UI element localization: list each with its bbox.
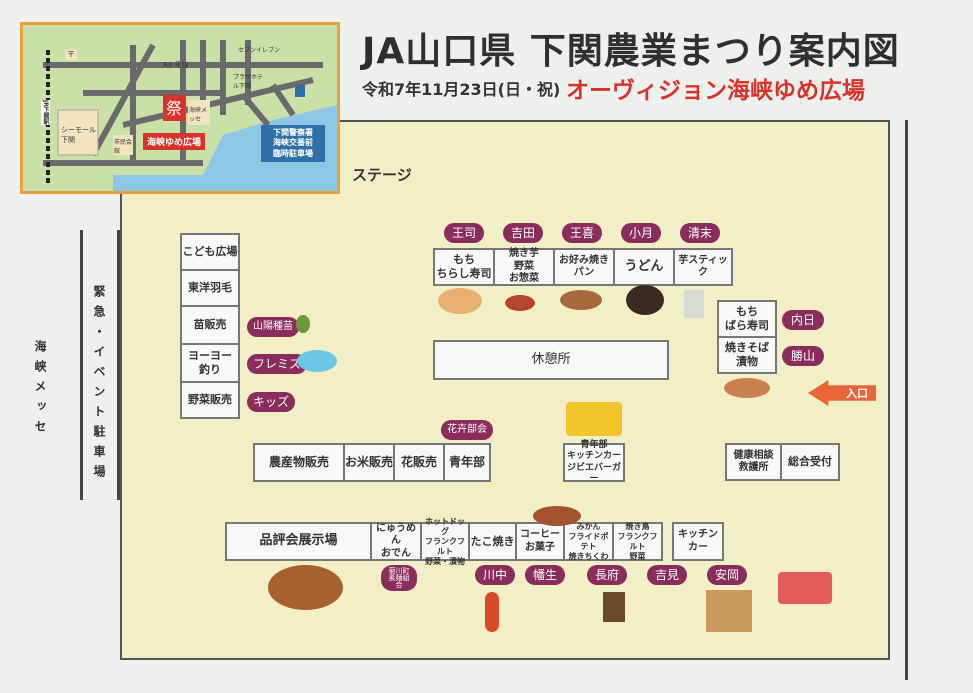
badge-oji: 王司 [444, 223, 484, 243]
yakitori-icon [706, 590, 752, 632]
booth-yakitori: 焼き鳥 フランクフルト 野菜 [612, 522, 663, 561]
booth-udon: うどん [613, 248, 675, 286]
badge-yoshimi: 吉見 [647, 565, 687, 585]
festival-marker-icon: 祭 [163, 95, 185, 121]
produce-basket-icon [268, 565, 343, 610]
plan-right-border [905, 120, 908, 680]
booth-health-first-aid: 健康相談 救護所 [725, 443, 782, 481]
booth-reception: 総合受付 [780, 443, 840, 481]
booth-youth-division: 青年部 [443, 443, 491, 482]
booth-nyumen-oden: にゅうめん おでん [370, 522, 422, 561]
badge-yoshida: 吉田 [503, 223, 543, 243]
chirashi-sushi-icon [438, 288, 482, 314]
page-title: JA山口県 下関農業まつり案内図 [362, 31, 900, 72]
sweet-potato-icon [505, 295, 535, 311]
booth-imo-stick: 芋スティック [673, 248, 733, 286]
badge-hatabu: 幡生 [525, 565, 565, 585]
badge-chofu: 長府 [587, 565, 627, 585]
badge-oki: 王喜 [562, 223, 602, 243]
booth-flowers: 花販売 [393, 443, 445, 482]
booth-mochi-chirashi: もち ちらし寿司 [433, 248, 495, 286]
badge-sanyo-shubyo: 山陽種苗 [247, 317, 299, 337]
booth-yakiimo: 焼き芋 野菜 お惣菜 [493, 248, 555, 286]
stage-label: ステージ [352, 166, 412, 184]
yakisoba-icon [724, 378, 770, 398]
booth-mikan-fries: みかん フライドポテト 焼きちくわ [563, 522, 614, 561]
badge-flower-club: 花卉部会 [441, 420, 493, 440]
messe-label: 海峡メッセ [33, 340, 47, 440]
booth-yoyo-fishing: ヨーヨー 釣り [180, 343, 240, 383]
booth-seedlings: 苗販売 [180, 305, 240, 345]
road-label: R9 号線 [163, 61, 189, 69]
civic-hall-label: 市民会館 [114, 139, 133, 155]
venue-label: 海峡ゆめ広場 [143, 133, 206, 150]
yoyo-pool-icon [297, 350, 337, 372]
booth-toyo-umo: 東洋羽毛 [180, 269, 240, 307]
badge-yasuoka: 安岡 [707, 565, 747, 585]
emergency-parking-area: 緊急・イベント駐車場 [80, 230, 120, 500]
booth-hotdog: ホットドッグ フランクフルト 野菜・漬物 [420, 517, 470, 566]
booth-takoyaki: たこ焼き [468, 522, 517, 561]
station-label: JR下関駅 [41, 100, 50, 125]
takoyaki-icon [533, 506, 581, 526]
post-office-icon: 〒 [65, 49, 77, 60]
booth-coffee-sweets: コーヒー お菓子 [515, 522, 565, 561]
udon-icon [626, 285, 664, 315]
coffee-cup-icon [603, 592, 625, 622]
booth-mochi-barazushi: もち ばら寿司 [717, 300, 777, 338]
seven-eleven-label: セブンイレブン [238, 47, 281, 54]
badge-utsui: 内日 [782, 310, 824, 330]
food-truck-icon [778, 572, 832, 604]
badge-katsuyama: 勝山 [782, 346, 824, 366]
booth-exhibition: 品評会展示場 [225, 522, 372, 561]
event-date: 令和7年11月23日(日・祝) [362, 80, 561, 99]
messe-label: 海峡メッセ [189, 107, 208, 123]
badge-kids: キッズ [247, 392, 296, 412]
hotel-label: プラザホテル下関 [233, 74, 264, 90]
booth-yakisoba: 焼きそば 漬物 [717, 336, 777, 374]
badge-kikugawa-somen: 菊川町 素麺組合 [381, 565, 417, 591]
booth-youth-kitchen-car: 青年部 キッチンカー ジビエバーガー [563, 440, 625, 484]
booth-kids-plaza: こども広場 [180, 233, 240, 271]
badge-kawanaka: 川中 [475, 565, 515, 585]
inset-location-map: 〒 R9 号線 セブンイレブン プラザホテル下関 JR下関駅 シーモール下関 市… [20, 22, 340, 194]
sea-mall-label: シーモール下関 [61, 126, 96, 144]
booth-kitchen-car: キッチンカー [672, 522, 724, 561]
booth-vegetables: 野菜販売 [180, 381, 240, 419]
emergency-parking-label: 緊急・イベント駐車場 [92, 285, 106, 485]
event-venue: オーヴィジョン海峡ゆめ広場 [566, 78, 865, 104]
rest-area: 休憩所 [433, 340, 669, 380]
plan-border [250, 120, 890, 122]
booth-farm-produce: 農産物販売 [253, 443, 345, 482]
badge-kiyosue: 清末 [680, 223, 720, 243]
hotdog-icon [485, 592, 499, 632]
okonomiyaki-icon [560, 290, 602, 310]
potato-stick-icon [684, 290, 704, 318]
booth-rice: お米販売 [343, 443, 395, 482]
badge-fremiz: フレミズ [247, 354, 308, 374]
seedling-icon [296, 315, 310, 333]
kitchen-car-icon [566, 402, 622, 436]
parking-label: 下関警察署 海峡交番前 臨時駐車場 [261, 125, 325, 163]
booth-okonomiyaki: お好み焼き パン [553, 248, 615, 286]
badge-ozuki: 小月 [621, 223, 661, 243]
